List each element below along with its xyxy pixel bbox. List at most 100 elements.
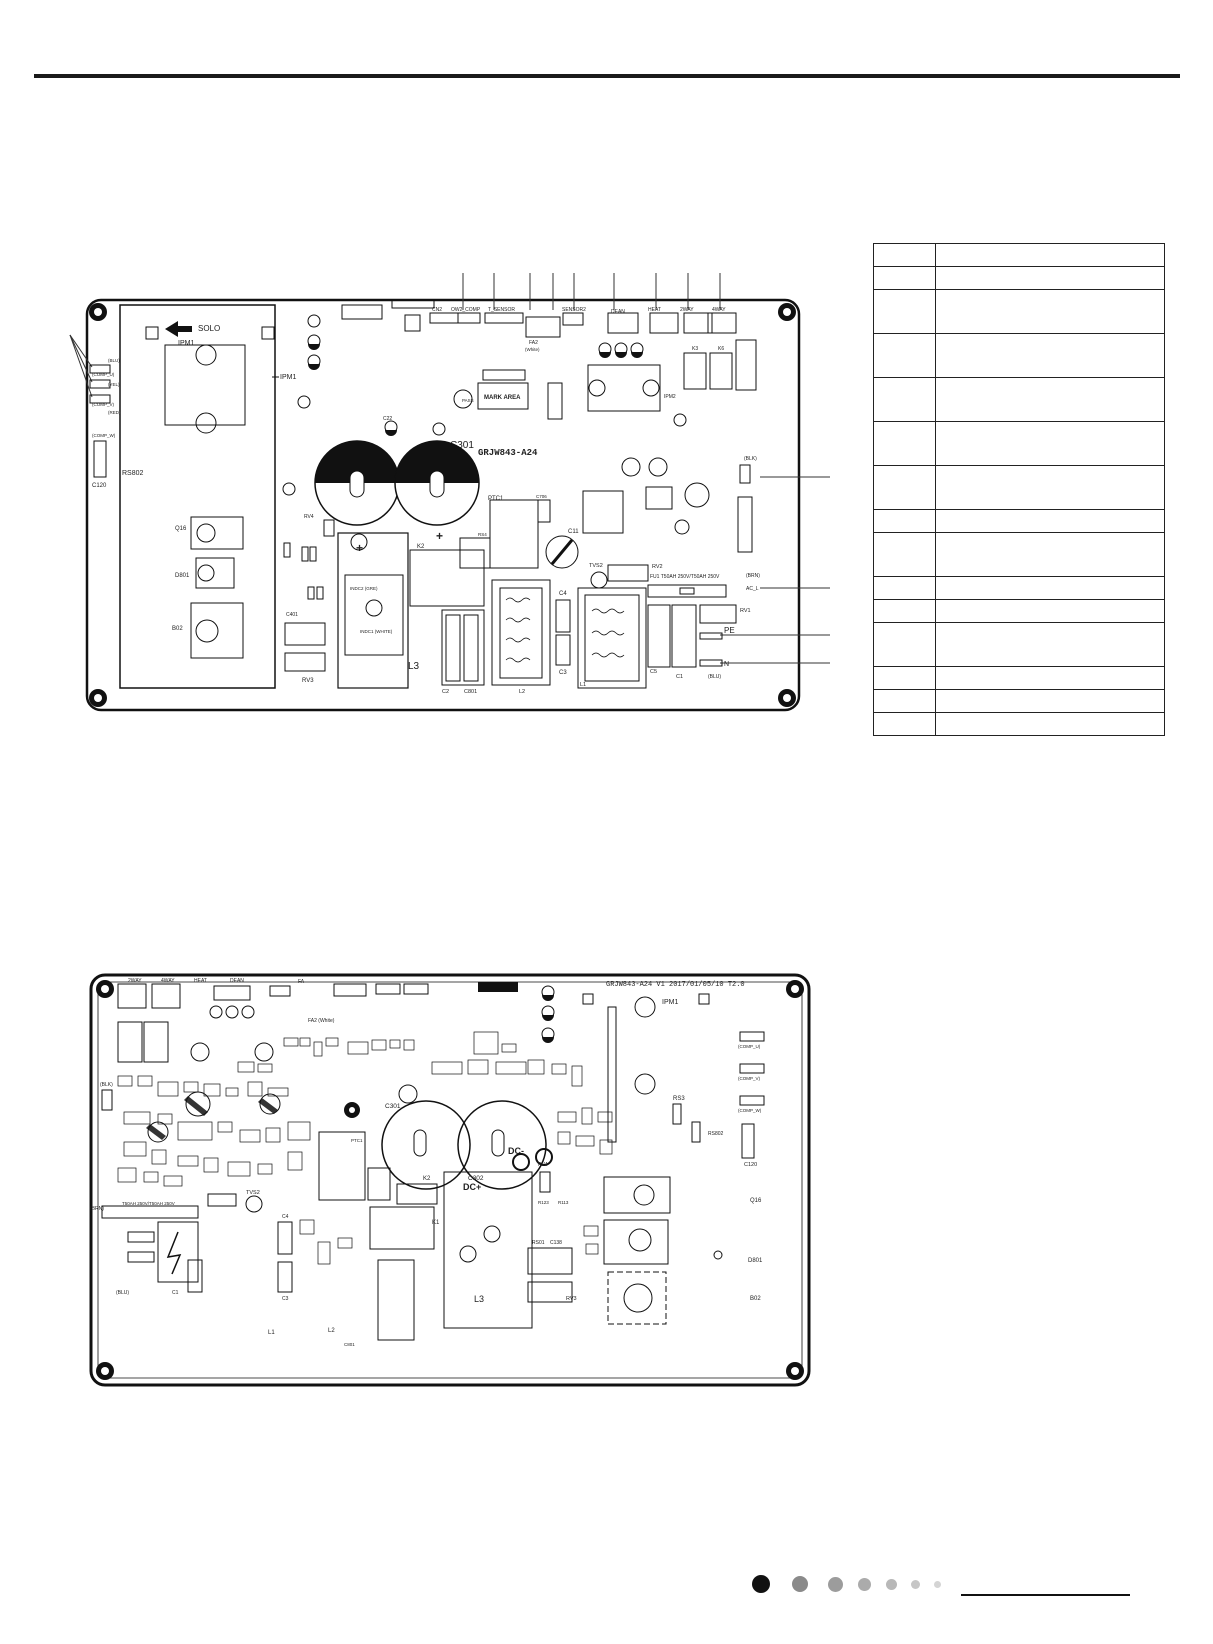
page-dot-5 — [886, 1579, 897, 1590]
blk-label: (BLK) — [744, 456, 757, 462]
legend-cell — [935, 266, 1165, 290]
legend-cell — [873, 333, 936, 378]
ac-l-label: AC_L — [746, 586, 759, 592]
rs802-label: RS802 — [122, 470, 144, 477]
l3-label: L3 — [408, 661, 420, 672]
rv1-label: RV1 — [740, 608, 751, 614]
b-l3-label: L3 — [474, 1294, 484, 1304]
indc1-label: INDC1 (WHITE) — [360, 629, 393, 634]
rs4-label: RS4 — [478, 532, 487, 537]
b-4way-label: 4WAY — [161, 978, 175, 984]
b-fu1-label: T50AH 250V/T50AH 250V — [122, 1201, 175, 1206]
b-k2-label: K2 — [423, 1176, 431, 1182]
footer-line — [961, 1594, 1130, 1596]
pe-label: PE — [724, 626, 735, 635]
dean-label: DEAN — [611, 309, 625, 315]
2way-label: 2WAY — [680, 307, 694, 313]
page-dot-6 — [911, 1580, 920, 1589]
page-dot-3 — [828, 1577, 843, 1592]
comp-v-label: (COMP_V) — [92, 402, 115, 407]
legend-cell — [935, 377, 1165, 422]
top-board-id: GRJW843-A24 — [478, 448, 538, 458]
indc2-label: INDC2 (GRE) — [350, 586, 378, 591]
l2-label: L2 — [519, 689, 525, 695]
legend-cell — [873, 465, 936, 510]
pcb-bottom-view: GRJW843-A24 V1 2017/01/05/10 T2.0 2WAY 4… — [88, 972, 813, 1392]
b-comp-v-label: (COMP_V) — [738, 1076, 761, 1081]
legend-cell — [873, 666, 936, 690]
b-c3-label: C3 — [282, 1296, 289, 1302]
legend-cell — [935, 289, 1165, 334]
legend-cell — [873, 243, 936, 267]
b-d801-label: D801 — [748, 1258, 763, 1264]
b-2way-label: 2WAY — [128, 978, 142, 984]
b-r113-label: R113 — [558, 1200, 569, 1205]
b-comp-w-label: (COMP_W) — [738, 1108, 762, 1113]
brn-label: (BRN) — [746, 573, 760, 579]
blu-wire-label: (BLU) — [108, 358, 120, 363]
legend-cell — [935, 509, 1165, 533]
b-rv3-label: RV3 — [566, 1296, 577, 1302]
b-ptc1-label: PTC1 — [351, 1138, 363, 1143]
pass-label: PASS — [462, 398, 474, 403]
page-dot-2 — [792, 1576, 808, 1592]
c120-label: C120 — [92, 483, 107, 489]
b-ipm1-label: IPM1 — [662, 999, 678, 1006]
b-rs3-label: RS3 — [673, 1096, 685, 1102]
b-b02-label: B02 — [750, 1296, 761, 1302]
legend-cell — [935, 666, 1165, 690]
fu1-label: FU1 T50AH 250V/T50AH 250V — [650, 574, 720, 580]
ipm2-label: IPM2 — [664, 394, 676, 400]
legend-cell — [873, 289, 936, 334]
pcb-top-view: SOLO IPM1 IPM1 RS802 Q16 D801 B02 (BLU) … — [60, 255, 830, 730]
cn2-label: CN2 — [432, 307, 442, 313]
l1-label: L1 — [580, 682, 586, 688]
blu-label: (BLU) — [708, 674, 721, 680]
legend-cell — [873, 421, 936, 466]
c11-label: C11 — [568, 529, 579, 535]
legend-cell — [873, 622, 936, 667]
q16-label: Q16 — [175, 526, 187, 532]
b-l1-label: L1 — [268, 1330, 275, 1336]
legend-cell — [935, 421, 1165, 466]
b-rs802-label: RS802 — [708, 1131, 724, 1137]
tvs2-label: TVS2 — [589, 563, 603, 569]
k3-label: K3 — [692, 346, 698, 352]
heat-label: HEAT — [648, 307, 661, 313]
c22-label: C22 — [383, 416, 392, 422]
legend-cell — [935, 333, 1165, 378]
b-rv4-label: RV4 — [538, 1162, 548, 1168]
b-q16-label: Q16 — [750, 1198, 762, 1204]
legend-cell — [873, 599, 936, 623]
b-dc-minus-label: DC- — [508, 1146, 524, 1156]
b-heat-label: HEAT — [194, 978, 207, 984]
legend-cell — [935, 622, 1165, 667]
legend-cell — [935, 599, 1165, 623]
legend-cell — [873, 377, 936, 422]
page-dot-7 — [934, 1581, 941, 1588]
c3-label: C3 — [559, 670, 567, 676]
b-dean-label: DEAN — [230, 978, 244, 984]
c801-label: C801 — [464, 689, 477, 695]
ipm1-label: IPM1 — [178, 340, 194, 347]
b-c801-label: C801 — [344, 1342, 355, 1347]
c2-label: C2 — [442, 689, 449, 695]
fa2-label: FA2 — [529, 340, 538, 346]
sensor2-label: SENSOR2 — [562, 307, 586, 313]
page-indicator — [752, 1568, 962, 1598]
rv3-label: RV3 — [302, 678, 314, 684]
b-r123-label: R123 — [538, 1200, 549, 1205]
bottom-board-id: GRJW843-A24 V1 2017/01/05/10 T2.0 — [606, 981, 745, 989]
b-c120-label: C120 — [744, 1162, 757, 1168]
c301-label: C301 — [450, 440, 474, 451]
page-dot-4 — [858, 1578, 871, 1591]
b-blk-label: (BLK) — [100, 1082, 113, 1088]
comp-u-label: (COMP_U) — [92, 372, 115, 377]
b-tvs2-label: TVS2 — [246, 1190, 260, 1196]
b-dc-plus-label: DC+ — [463, 1182, 481, 1192]
rv2-label: RV2 — [652, 564, 663, 570]
legend-cell — [935, 243, 1165, 267]
legend-cell — [873, 689, 936, 713]
c706-label: C706 — [536, 494, 547, 499]
header-rule — [34, 74, 1180, 78]
